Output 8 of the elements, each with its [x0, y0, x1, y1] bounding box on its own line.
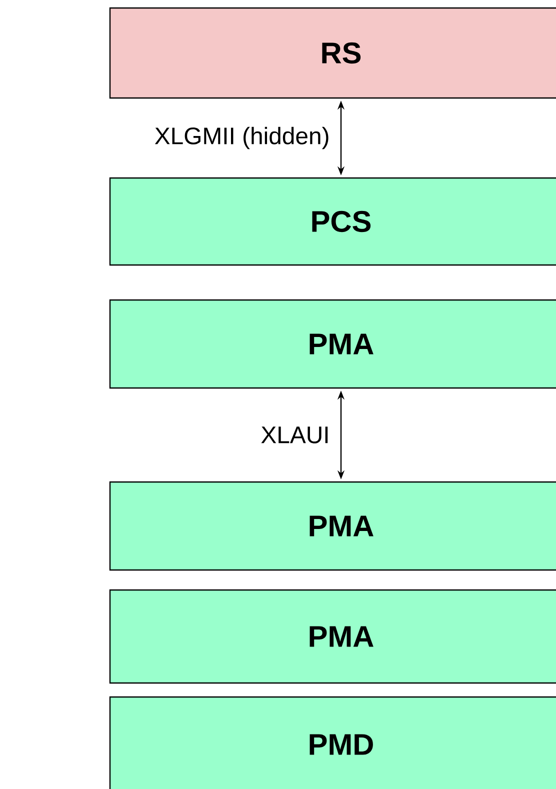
- layer-box: PMA: [109, 589, 556, 684]
- layer-box: PMA: [109, 481, 556, 571]
- layer-box: RS: [109, 7, 556, 99]
- layer-box: PMA: [109, 299, 556, 389]
- layer-box: PCS: [109, 177, 556, 266]
- edge-label: XLAUI: [261, 426, 328, 444]
- layer-box: PMD: [109, 696, 556, 789]
- edge-label: XLGMII (hidden): [154, 126, 328, 150]
